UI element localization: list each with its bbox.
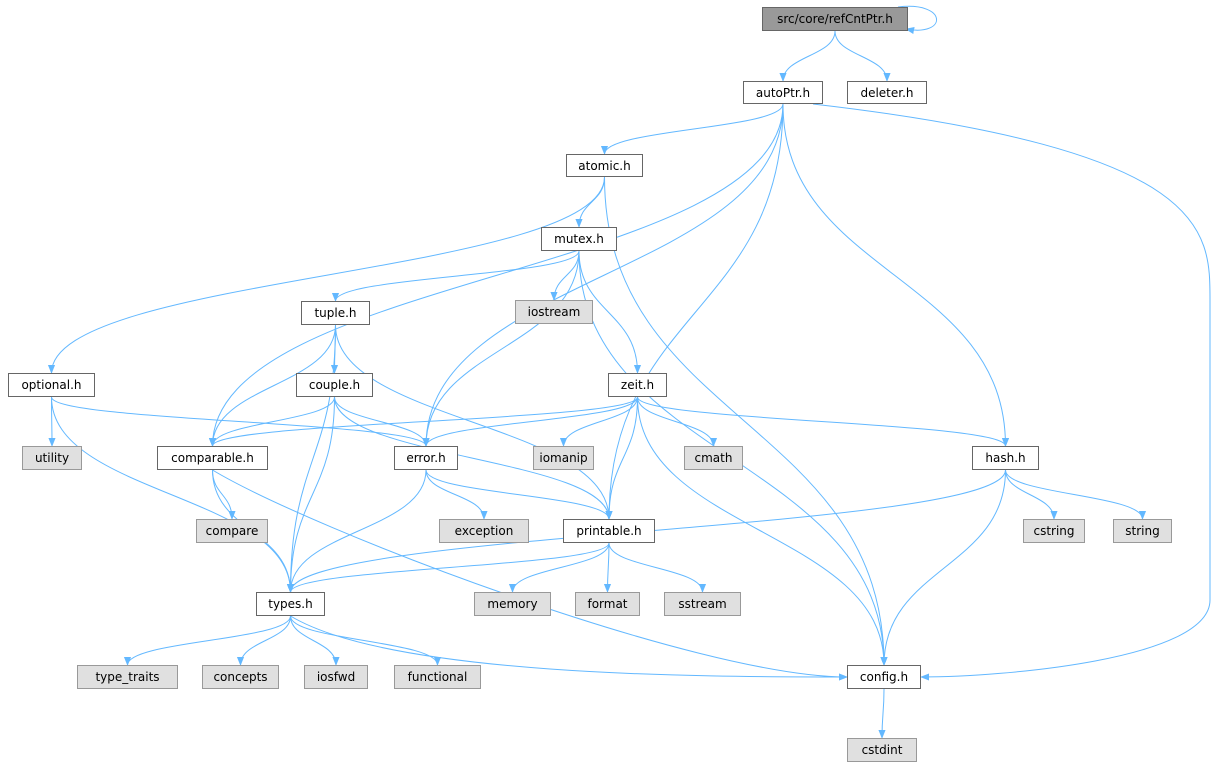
edge-printable-to-memory [508, 542, 610, 593]
node-utility: utility [22, 446, 82, 470]
node-config[interactable]: config.h [847, 665, 921, 689]
node-cstdint: cstdint [847, 738, 917, 762]
edge-hash-to-cstring [1005, 469, 1058, 520]
edge-types-to-config [290, 615, 848, 681]
node-deleter[interactable]: deleter.h [847, 81, 927, 104]
edge-tuple-to-printable [335, 324, 613, 520]
edge-config-to-cstdint [878, 688, 886, 739]
edge-zeit-to-iomanip [559, 396, 638, 447]
edge-hash-to-string [1005, 469, 1147, 520]
edge-tuple-to-comparable [208, 324, 336, 447]
edge-refCntPtr-to-autoPtr [779, 30, 836, 82]
node-format: format [575, 592, 640, 616]
edge-refCntPtr-to-deleter [834, 30, 891, 82]
edge-zeit-to-hash [637, 396, 1009, 447]
node-iosfwd: iosfwd [304, 665, 368, 689]
edge-zeit-to-printable [605, 396, 638, 520]
node-type-traits: type_traits [77, 665, 178, 689]
edge-autoPtr-to-config [812, 103, 1211, 681]
edge-atomic-to-config [604, 176, 888, 666]
node-error[interactable]: error.h [394, 446, 458, 470]
edge-autoPtr-to-comparable [208, 103, 784, 447]
edge-types-to-type_traits [123, 615, 291, 666]
edge-autoPtr-to-printable [605, 103, 784, 520]
node-functional: functional [394, 665, 481, 689]
node-atomic[interactable]: atomic.h [566, 154, 643, 177]
node-string: string [1113, 519, 1172, 543]
node-zeit[interactable]: zeit.h [608, 373, 667, 397]
edge-comparable-to-config [212, 469, 848, 681]
edge-printable-to-sstream [608, 542, 707, 593]
node-exception: exception [439, 519, 529, 543]
edge-autoPtr-to-atomic [600, 103, 784, 155]
node-sstream: sstream [664, 592, 741, 616]
node-printable[interactable]: printable.h [563, 519, 655, 543]
node-cstring: cstring [1023, 519, 1085, 543]
edge-types-to-concepts [236, 615, 291, 666]
node-types[interactable]: types.h [256, 592, 325, 616]
edge-zeit-to-cmath [637, 396, 718, 447]
node-tuple[interactable]: tuple.h [301, 301, 370, 325]
edge-printable-to-types [287, 542, 610, 593]
edge-couple-to-printable [334, 396, 613, 520]
node-iostream: iostream [515, 300, 593, 324]
node-cmath: cmath [684, 446, 743, 470]
edge-atomic-to-mutex [575, 176, 605, 228]
edge-autoPtr-to-hash [782, 103, 1010, 447]
node-couple[interactable]: couple.h [296, 373, 373, 397]
node-mutex[interactable]: mutex.h [541, 227, 617, 251]
node-compare: compare [196, 519, 268, 543]
edge-couple-to-comparable [208, 396, 335, 447]
node-hash[interactable]: hash.h [972, 446, 1039, 470]
edge-autoPtr-to-error [422, 103, 784, 447]
edge-mutex-to-error [422, 250, 580, 447]
edge-error-to-exception [425, 469, 488, 520]
node-comparable[interactable]: comparable.h [157, 446, 268, 470]
edge-refCntPtr-to-refCntPtr [897, 5, 937, 35]
edge-optional-to-error [51, 396, 430, 447]
edge-hash-to-config [880, 469, 1006, 666]
edge-error-to-printable [425, 469, 613, 520]
node-optional[interactable]: optional.h [8, 373, 95, 397]
node-autoPtr[interactable]: autoPtr.h [743, 81, 823, 104]
edge-atomic-to-optional [47, 176, 605, 374]
edge-mutex-to-zeit [578, 250, 642, 374]
edge-zeit-to-config [637, 396, 888, 666]
edge-error-to-types [286, 469, 427, 593]
edge-mutex-to-tuple [331, 250, 580, 302]
node-refCntPtr[interactable]: src/core/refCntPtr.h [762, 7, 908, 31]
edge-optional-to-types [51, 396, 295, 593]
node-concepts: concepts [202, 665, 279, 689]
node-memory: memory [474, 592, 551, 616]
edge-zeit-to-comparable [209, 396, 638, 447]
edge-printable-to-format [603, 542, 612, 593]
edge-tuple-to-types [286, 324, 336, 593]
edge-couple-to-types [286, 396, 335, 593]
edge-types-to-functional [290, 615, 442, 666]
edge-zeit-to-error [422, 396, 638, 447]
edge-types-to-iosfwd [290, 615, 340, 666]
node-iomanip: iomanip [533, 446, 594, 470]
